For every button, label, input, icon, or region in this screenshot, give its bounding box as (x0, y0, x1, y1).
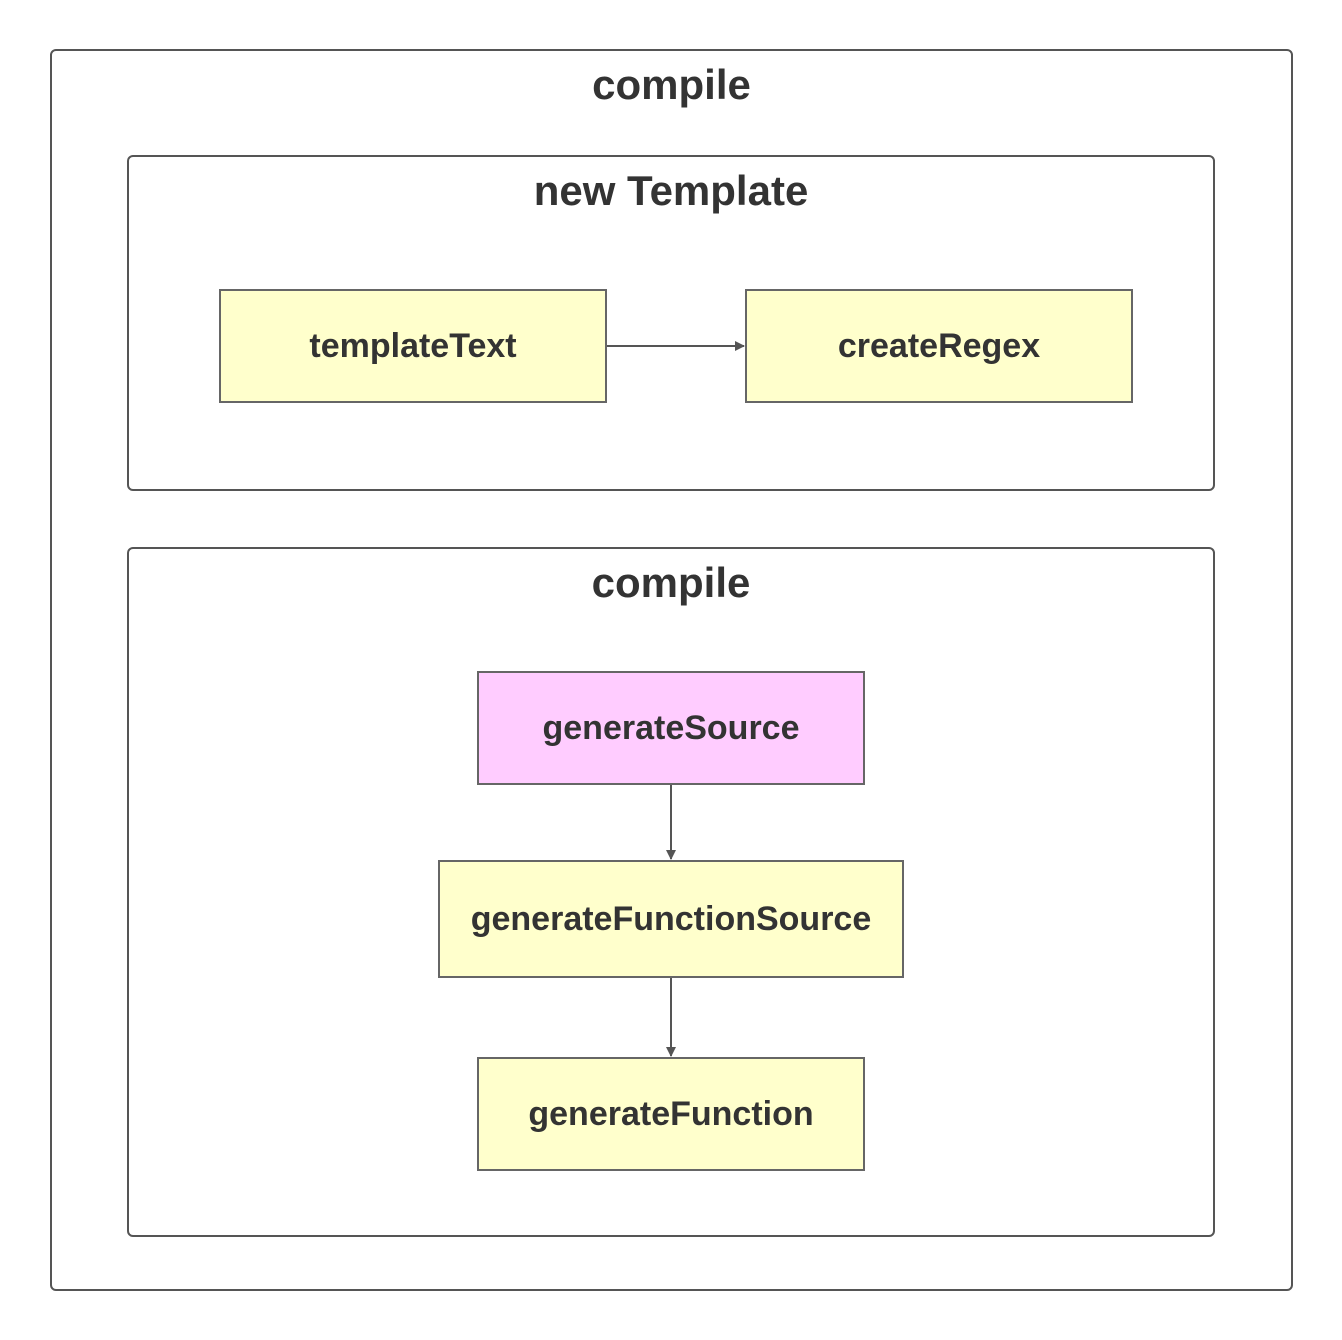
node-generate-function-source-label: generateFunctionSource (470, 899, 872, 938)
inner-compile-title: compile (591, 559, 751, 606)
new-template-title: new Template (533, 167, 809, 214)
node-generate-source[interactable]: generateSource (477, 671, 865, 785)
node-generate-function-label: generateFunction (528, 1094, 814, 1133)
node-generate-function[interactable]: generateFunction (477, 1057, 865, 1171)
node-template-text[interactable]: templateText (219, 289, 607, 403)
node-generate-function-source[interactable]: generateFunctionSource (438, 860, 904, 978)
outer-compile-title: compile (592, 61, 751, 108)
node-create-regex[interactable]: createRegex (745, 289, 1133, 403)
node-template-text-label: templateText (309, 326, 517, 365)
node-create-regex-label: createRegex (837, 326, 1041, 365)
node-generate-source-label: generateSource (542, 708, 800, 747)
